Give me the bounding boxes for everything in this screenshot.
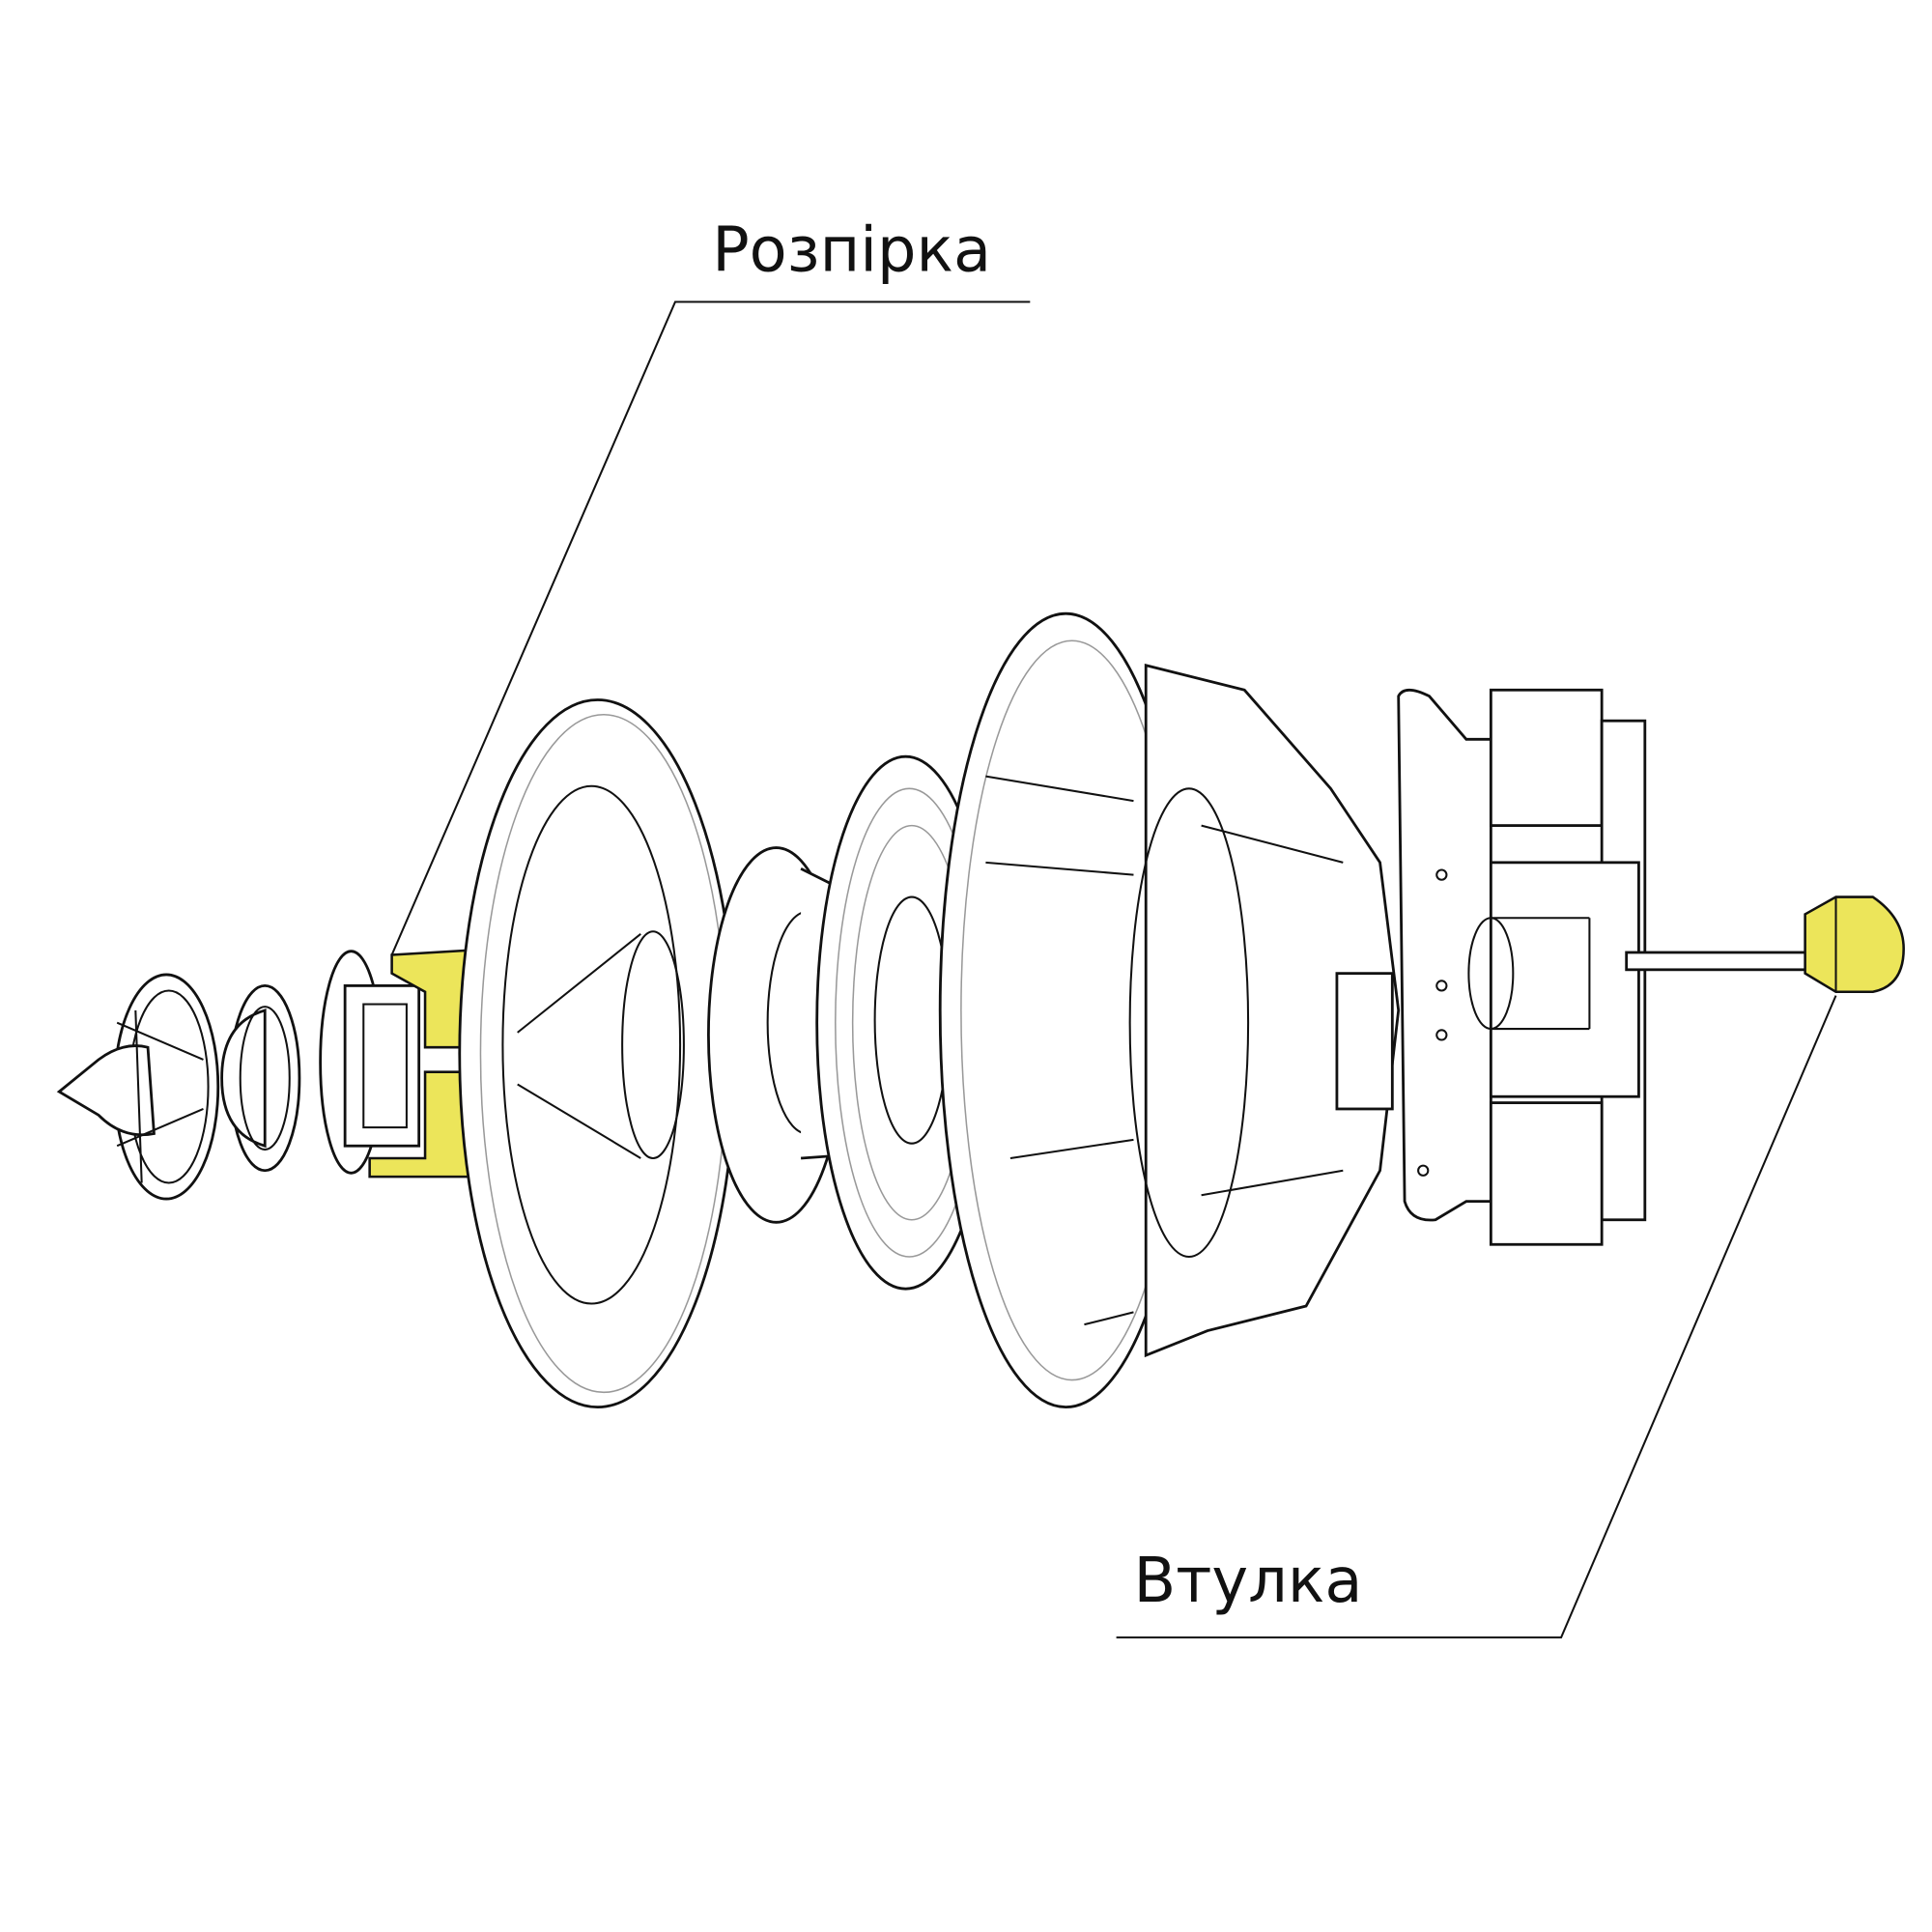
- bushing-leader-line: [1116, 995, 1837, 1639]
- main-cone: [458, 698, 737, 1409]
- spacer-label: Розпірка: [712, 215, 991, 287]
- dome: [220, 984, 301, 1173]
- bushing-label: Втулка: [1133, 1546, 1362, 1617]
- phase-plug: [56, 973, 220, 1201]
- basket: [938, 611, 1401, 1409]
- magnet-assembly: [1397, 688, 1647, 1246]
- rod-and-bushing: [1625, 895, 1905, 994]
- spacer-leader-line: [390, 300, 1031, 955]
